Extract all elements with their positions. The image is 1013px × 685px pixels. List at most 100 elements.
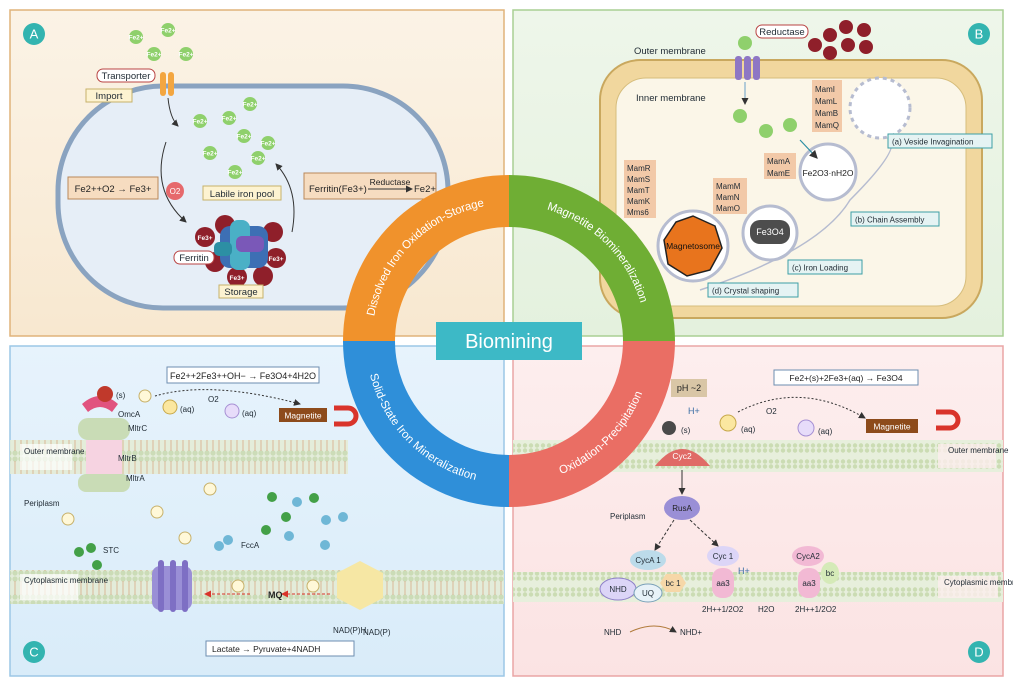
transporter-protein <box>160 72 174 96</box>
reaction-left: Fe2++O2 → Fe3+ <box>75 184 152 195</box>
electron-c4 <box>203 482 217 496</box>
svg-text:Outer membrane: Outer membrane <box>24 447 85 456</box>
outer-membrane-b-label: Outer membrane <box>634 46 706 57</box>
cytoplasmic-membrane-d <box>513 572 1003 602</box>
svg-text:Cytoplasmic membrane: Cytoplasmic membrane <box>24 576 109 585</box>
step-d-box <box>707 282 799 298</box>
svg-text:Fe2+: Fe2+ <box>193 119 208 126</box>
panel-b: B Outer membrane Inner membrane Reductas… <box>512 9 1004 337</box>
import-label: Import <box>96 91 123 102</box>
svg-text:MamT: MamT <box>627 186 650 195</box>
svg-text:Cyc 1: Cyc 1 <box>713 552 734 561</box>
mam-group-2-box <box>764 153 796 179</box>
fe2-aq-d <box>719 414 737 432</box>
mtr-complex <box>78 396 130 492</box>
svg-text:STC: STC <box>103 546 119 555</box>
svg-text:(aq): (aq) <box>818 427 833 436</box>
svg-text:MamO: MamO <box>716 204 740 213</box>
svg-text:O2: O2 <box>766 407 777 416</box>
badge-c <box>23 641 45 663</box>
fe2-solid-d <box>662 421 676 435</box>
svg-text:Fe3+: Fe3+ <box>198 235 213 242</box>
svg-text:MamQ: MamQ <box>815 121 839 130</box>
svg-text:Fe2+: Fe2+ <box>251 156 266 163</box>
svg-text:(s): (s) <box>681 426 691 435</box>
labile-pool-box <box>202 185 282 201</box>
fe3o4-crystal <box>750 220 790 244</box>
svg-text:(s): (s) <box>116 391 126 400</box>
svg-text:D: D <box>974 645 983 660</box>
reaction-right-a: Ferritin(Fe3+) <box>309 184 367 195</box>
svg-text:NHD: NHD <box>609 585 627 594</box>
svg-text:Fe2+: Fe2+ <box>237 134 252 141</box>
electron-c2 <box>61 512 75 526</box>
svg-text:MamB: MamB <box>815 109 838 118</box>
mam-group-1-box <box>812 80 842 132</box>
svg-text:MamM: MamM <box>716 182 741 191</box>
badge-b <box>968 23 990 45</box>
svg-text:Outer membrane: Outer membrane <box>948 446 1009 455</box>
svg-text:Lactate → Pyruvate+4NADH: Lactate → Pyruvate+4NADH <box>212 644 320 654</box>
uq-protein <box>633 583 663 603</box>
svg-text:MamI: MamI <box>815 85 835 94</box>
fe3-solid-c <box>97 386 113 402</box>
fe2-aq-c <box>162 399 178 415</box>
step-c-box <box>787 259 863 275</box>
ferritin-label-box <box>173 250 215 265</box>
svg-text:(c) Iron Loading: (c) Iron Loading <box>792 264 848 273</box>
reaction-right-enzyme: Reductase <box>370 177 411 187</box>
ferritin-complex <box>195 215 286 287</box>
svg-text:UQ: UQ <box>642 589 654 598</box>
aa3-protein-1 <box>712 568 734 598</box>
arc-c <box>343 341 509 507</box>
storage-label: Storage <box>224 287 257 298</box>
svg-text:NHD+: NHD+ <box>680 628 702 637</box>
storage-label-box <box>218 284 264 299</box>
svg-text:O2: O2 <box>170 187 181 196</box>
center-title: Biomining <box>465 331 553 353</box>
svg-text:2H++1/2O2: 2H++1/2O2 <box>795 605 837 614</box>
svg-text:2H++1/2O2: 2H++1/2O2 <box>702 605 744 614</box>
magnetite-c-box <box>279 408 327 422</box>
svg-text:H2O: H2O <box>758 605 774 614</box>
electron-c7 <box>306 579 320 593</box>
arc-a <box>343 175 509 341</box>
equation-c-box <box>166 366 320 384</box>
badge-a <box>23 23 45 45</box>
svg-text:MamA: MamA <box>767 157 791 166</box>
svg-text:Fe3+: Fe3+ <box>230 275 245 282</box>
svg-text:Periplasm: Periplasm <box>610 512 646 521</box>
step-a-box <box>887 133 993 149</box>
svg-text:Fe3+: Fe3+ <box>269 256 284 263</box>
electron-c6 <box>231 579 245 593</box>
bc-protein <box>821 562 839 584</box>
fe3-ions-b <box>808 20 873 60</box>
reaction-left-box <box>67 176 159 200</box>
svg-text:Fe2++2Fe3++OH− → Fe3O4+4H2O: Fe2++2Fe3++OH− → Fe3O4+4H2O <box>170 371 316 381</box>
magnetosome-crystal <box>663 215 723 277</box>
svg-text:NAD(P): NAD(P) <box>363 628 391 637</box>
svg-text:Fe2+: Fe2+ <box>161 28 176 35</box>
svg-text:MamR: MamR <box>627 164 651 173</box>
svg-text:Cyc2: Cyc2 <box>672 451 692 461</box>
svg-text:Magnetite: Magnetite <box>284 411 322 421</box>
fe2-ion-b <box>738 36 752 50</box>
reductase-label-box <box>755 24 809 39</box>
svg-text:Fe2+: Fe2+ <box>179 52 194 59</box>
svg-text:H+: H+ <box>688 406 700 416</box>
svg-text:Periplasm: Periplasm <box>24 499 60 508</box>
mam-group-4: MamM MamN MamO <box>716 182 741 213</box>
bc1-protein <box>660 574 686 592</box>
svg-text:Mms6: Mms6 <box>627 208 649 217</box>
panel-d-frame <box>512 345 1004 677</box>
svg-text:Magnetosome: Magnetosome <box>666 241 720 251</box>
reductase-protein <box>735 56 760 80</box>
svg-text:Fe3O4: Fe3O4 <box>756 227 784 237</box>
svg-text:Cytoplasmic membrane: Cytoplasmic membrane <box>944 578 1013 587</box>
badge-d <box>968 641 990 663</box>
svg-text:MamS: MamS <box>627 175 650 184</box>
svg-text:bc 1: bc 1 <box>665 579 681 588</box>
svg-text:aa3: aa3 <box>802 579 816 588</box>
transporter-label-box <box>96 68 156 83</box>
mam-group-4-box <box>713 178 747 214</box>
